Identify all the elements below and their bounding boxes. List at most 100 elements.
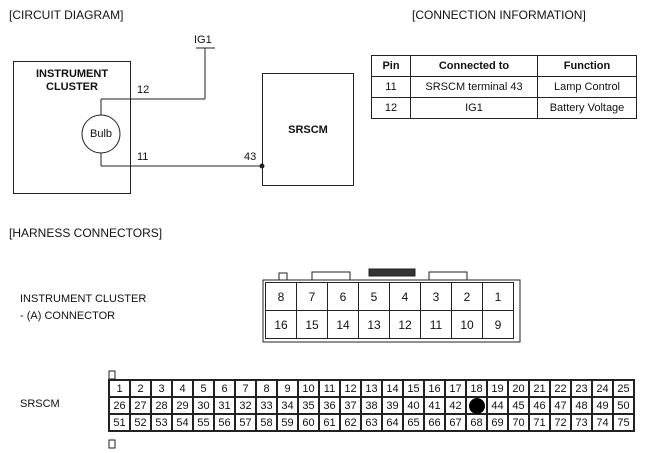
cell-connected-to: IG1	[410, 97, 538, 119]
srscm-pin-cell: 66	[424, 414, 445, 431]
cluster-connector-label: INSTRUMENT CLUSTER - (A) CONNECTOR	[20, 291, 146, 325]
srscm-pin-cell: 35	[298, 397, 319, 414]
col-function: Function	[537, 55, 637, 77]
bulb-label: Bulb	[89, 128, 113, 140]
cell-pin: 11	[371, 76, 411, 98]
cluster-pin-cell: 10	[451, 310, 483, 339]
srscm-pin-cell: 6	[214, 380, 235, 397]
srscm-pin-cell: 1	[109, 380, 130, 397]
ig1-label: IG1	[194, 34, 212, 46]
srscm-pin-cell: 55	[193, 414, 214, 431]
srscm-pin-cell: 62	[340, 414, 361, 431]
srscm-pin-cell: 47	[550, 397, 571, 414]
pin12-label: 12	[137, 84, 150, 96]
srscm-pin-cell: 73	[571, 414, 592, 431]
srscm-pin-cell: 37	[340, 397, 361, 414]
table-header-row: Pin Connected to Function	[371, 55, 637, 77]
srscm-tab-top	[108, 370, 116, 380]
srscm-pin-cell: 5	[193, 380, 214, 397]
srscm-pin-cell: 11	[319, 380, 340, 397]
housing-latch	[368, 268, 416, 277]
cluster-pin-cell: 12	[389, 310, 421, 339]
srscm-pin-cell: 50	[613, 397, 634, 414]
srscm-pin-cell: 24	[592, 380, 613, 397]
cluster-pin-cell: 16	[265, 310, 297, 339]
srscm-pin-cell: 53	[151, 414, 172, 431]
srscm-pin-cell: 67	[445, 414, 466, 431]
srscm-pin-cell: 41	[424, 397, 445, 414]
srscm-pin-cell: 36	[319, 397, 340, 414]
srscm-pin-cell: 74	[592, 414, 613, 431]
table-row: 11 SRSCM terminal 43 Lamp Control	[371, 76, 637, 98]
srscm-pin-cell: 17	[445, 380, 466, 397]
srscm-pin-cell: 60	[298, 414, 319, 431]
srscm-pin-cell: 65	[403, 414, 424, 431]
srscm-pin-cell: 3	[151, 380, 172, 397]
cluster-connector-label-line1: INSTRUMENT CLUSTER	[20, 293, 147, 305]
srscm-pin-cell: 16	[424, 380, 445, 397]
srscm-pin-cell: 22	[550, 380, 571, 397]
srscm-pin-cell: 10	[298, 380, 319, 397]
srscm-pin-cell: 51	[109, 414, 130, 431]
cluster-pin-cell: 14	[327, 310, 359, 339]
srscm-pin-cell: 26	[109, 397, 130, 414]
cluster-pin-cell: 8	[265, 282, 297, 311]
srscm-pin-cell: 7	[235, 380, 256, 397]
srscm-label: SRSCM	[288, 124, 328, 136]
cluster-label-line1: INSTRUMENT	[35, 68, 109, 80]
srscm-pin-cell: 25	[613, 380, 634, 397]
srscm-pin-cell: 42	[445, 397, 466, 414]
cluster-pin-cell: 3	[420, 282, 452, 311]
srscm-pin-cell: 63	[361, 414, 382, 431]
circuit-diagram-header: [CIRCUIT DIAGRAM]	[9, 8, 124, 22]
srscm-pin-cell: 33	[256, 397, 277, 414]
circuit-wiring	[81, 47, 265, 169]
srscm-pin-cell: 71	[529, 414, 550, 431]
srscm-pin-cell: 31	[214, 397, 235, 414]
srscm-pin-cell: 64	[382, 414, 403, 431]
srscm-tab-bottom	[108, 439, 116, 449]
srscm-pin-cell: 58	[256, 414, 277, 431]
srscm-pin-cell: 28	[151, 397, 172, 414]
srscm-pin-cell: 23	[571, 380, 592, 397]
srscm-pin-cell: 69	[487, 414, 508, 431]
srscm-pin-cell: 13	[361, 380, 382, 397]
srscm-pin-cell: 39	[382, 397, 403, 414]
housing-key-1	[311, 271, 351, 281]
srscm-pin-cell: 56	[214, 414, 235, 431]
cell-function: Battery Voltage	[537, 97, 637, 119]
srscm-pin-cell: 57	[235, 414, 256, 431]
srscm-pin-cell: 29	[172, 397, 193, 414]
cell-function: Lamp Control	[537, 76, 637, 98]
srscm-connector-label: SRSCM	[20, 398, 60, 410]
srscm-pin-cell: 4	[172, 380, 193, 397]
connection-info-header: [CONNECTION INFORMATION]	[412, 8, 586, 22]
srscm-pin-cell: 75	[613, 414, 634, 431]
harness-connectors-header: [HARNESS CONNECTORS]	[9, 226, 163, 240]
cluster-pin-cell: 1	[482, 282, 514, 311]
srscm-pin-cell: 40	[403, 397, 424, 414]
pin11-label: 11	[137, 151, 149, 163]
srscm-pin-cell: 21	[529, 380, 550, 397]
srscm-pin-cell: 9	[277, 380, 298, 397]
srscm-pin-cell: 48	[571, 397, 592, 414]
srscm-pin-cell: 72	[550, 414, 571, 431]
cluster-pin-cell: 9	[482, 310, 514, 339]
instrument-cluster-box	[13, 61, 131, 194]
srscm-pin-cell: 19	[487, 380, 508, 397]
cluster-pin-cell: 15	[296, 310, 328, 339]
srscm-box	[262, 73, 354, 186]
srscm-pin-cell: 61	[319, 414, 340, 431]
srscm-pin-cell: 46	[529, 397, 550, 414]
srscm-pin-cell: 30	[193, 397, 214, 414]
cluster-pin-cell: 5	[358, 282, 390, 311]
housing-tab-left	[278, 272, 288, 281]
connection-table: Pin Connected to Function 11 SRSCM termi…	[371, 55, 637, 119]
cluster-pin-cell: 7	[296, 282, 328, 311]
srscm-pin-cell	[466, 397, 487, 414]
srscm-pin-cell: 15	[403, 380, 424, 397]
cluster-pin-cell: 2	[451, 282, 483, 311]
cluster-pin-cell: 13	[358, 310, 390, 339]
cell-pin: 12	[371, 97, 411, 119]
